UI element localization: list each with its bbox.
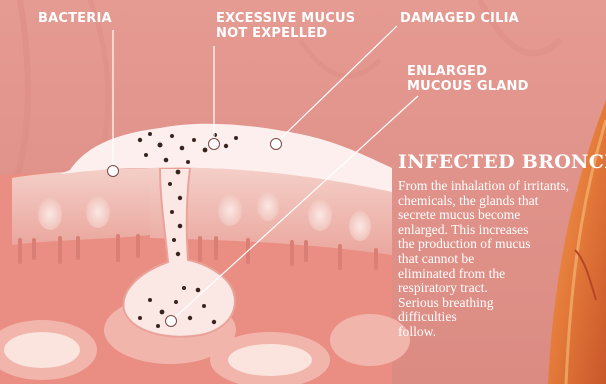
description-line: secrete mucus become <box>398 208 606 223</box>
damaged-cilia-label: DAMAGED CILIA <box>400 11 519 26</box>
infected-bronchi-title: INFECTED BRONCHI <box>398 151 606 173</box>
description-line: follow. <box>398 325 606 340</box>
description-line: the production of mucus <box>398 237 606 252</box>
description-line: enlarged. This increases <box>398 223 606 238</box>
description-line: From the inhalation of irritants, <box>398 179 606 194</box>
excessive-mucus-label: EXCESSIVE MUCUS NOT EXPELLED <box>216 11 355 41</box>
enlarged-gland-label-line1: ENLARGED <box>407 64 529 79</box>
excessive-mucus-label-line2: NOT EXPELLED <box>216 26 355 41</box>
bacteria-label: BACTERIA <box>38 11 112 26</box>
excessive-mucus-label-line1: EXCESSIVE MUCUS <box>216 11 355 26</box>
description-line: that cannot be <box>398 252 606 267</box>
description-line: Serious breathing <box>398 296 606 311</box>
infected-bronchi-description: From the inhalation of irritants, chemic… <box>398 179 606 340</box>
description-line: chemicals, the glands that <box>398 194 606 209</box>
description-line: respiratory tract. <box>398 281 606 296</box>
enlarged-gland-label-line2: MUCOUS GLAND <box>407 79 529 94</box>
description-line: difficulties <box>398 310 606 325</box>
description-line: eliminated from the <box>398 267 606 282</box>
enlarged-gland-label: ENLARGED MUCOUS GLAND <box>407 64 529 94</box>
